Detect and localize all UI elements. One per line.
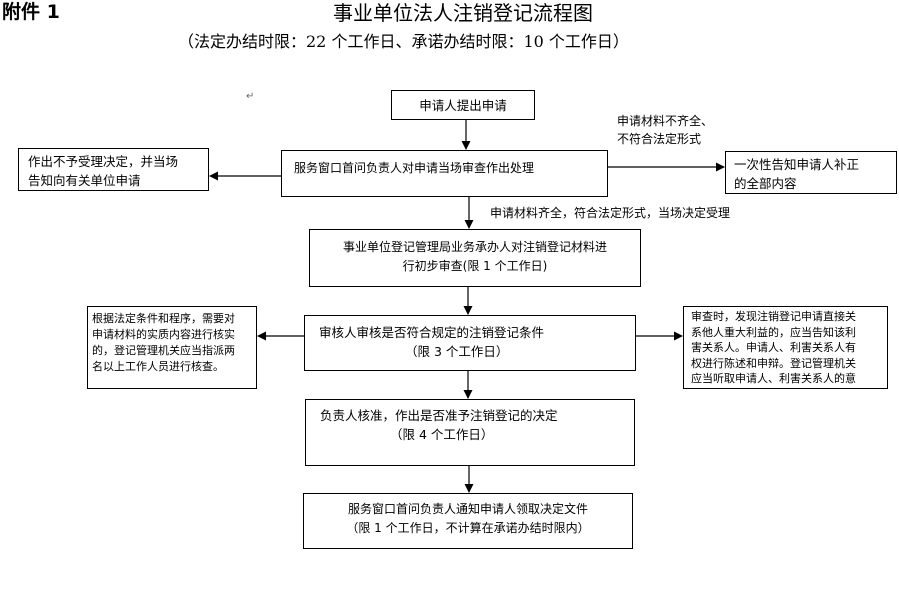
node-apply-text: 申请人提出申请 [419,98,507,113]
node-interest-notice-line-2: 系他人重大利益的，应当告知该利 [691,325,856,339]
node-window-review: 服务窗口首问负责人对申请当场审查作出处理 [281,150,608,197]
node-interest-notice-line-3: 害关系人。申请人、利害关系人有 [691,341,856,354]
node-interest-notice-line-5: 应当听取申请人、利害关系人的意 [691,372,856,385]
page-subtitle: （法定办结时限：22 个工作日、承诺办结时限：10 个工作日） [178,32,629,51]
node-apply: 申请人提出申请 [391,90,535,120]
node-approve: 负责人核准，作出是否准予注销登记的决定 （限 4 个工作日） [305,399,635,466]
node-notify-supplement-line-1: 一次性告知申请人补正 [734,157,860,172]
node-reject-line-2: 告知向有关单位申请 [28,173,141,188]
node-preliminary-review-line-1: 事业单位登记管理局业务承办人对注销登记材料进 [342,240,607,254]
edge-label-incomplete-line-2: 不符合法定形式 [617,132,702,146]
paragraph-mark: ↵ [246,91,255,102]
node-onsite-check-line-2: 申请材料的实质内容进行核实 [92,328,235,341]
node-window-review-text: 服务窗口首问负责人对申请当场审查作出处理 [294,161,535,175]
node-verify-conditions-line-1: 审核人审核是否符合规定的注销登记条件 [319,325,545,340]
node-notify-collect-line-2: （限 1 个工作日，不计算在承诺办结时限内） [346,521,590,535]
node-notify-collect-line-1: 服务窗口首问负责人通知申请人领取决定文件 [347,502,588,516]
attachment-label: 附件 1 [2,1,60,23]
node-reject-line-1: 作出不予受理决定，并当场 [28,154,179,169]
node-onsite-check: 根据法定条件和程序，需要对 申请材料的实质内容进行核实 的，登记管理机关应当指派… [87,306,257,389]
node-approve-line-1: 负责人核准，作出是否准予注销登记的决定 [320,408,558,423]
node-notify-supplement-line-2: 的全部内容 [734,176,797,191]
node-notify-collect: 服务窗口首问负责人通知申请人领取决定文件 （限 1 个工作日，不计算在承诺办结时… [303,493,633,549]
node-notify-supplement: 一次性告知申请人补正 的全部内容 [725,151,897,194]
edge-label-complete: 申请材料齐全，符合法定形式，当场决定受理 [490,206,731,220]
node-approve-line-2: （限 4 个工作日） [390,427,494,442]
node-interest-notice: 审查时，发现注销登记申请直接关 系他人重大利益的，应当告知该利 害关系人。申请人… [683,306,888,389]
node-interest-notice-line-4: 权进行陈述和申辩。登记管理机关 [691,356,856,370]
node-preliminary-review: 事业单位登记管理局业务承办人对注销登记材料进 行初步审查(限 1 个工作日) [309,229,641,287]
node-verify-conditions: 审核人审核是否符合规定的注销登记条件 （限 3 个工作日） [304,315,636,371]
node-interest-notice-line-1: 审查时，发现注销登记申请直接关 [691,310,856,323]
node-onsite-check-line-4: 名以上工作人员进行核查。 [92,360,224,373]
edge-label-incomplete-line-1: 申请材料不齐全、 [617,114,714,128]
node-preliminary-review-line-2: 行初步审查(限 1 个工作日) [402,259,548,273]
node-verify-conditions-line-2: （限 3 个工作日） [405,344,509,359]
node-onsite-check-line-1: 根据法定条件和程序，需要对 [92,312,235,325]
node-reject: 作出不予受理决定，并当场 告知向有关单位申请 [18,148,209,191]
node-onsite-check-line-3: 的，登记管理机关应当指派两 [92,344,235,357]
page-title: 事业单位法人注销登记流程图 [333,1,593,25]
